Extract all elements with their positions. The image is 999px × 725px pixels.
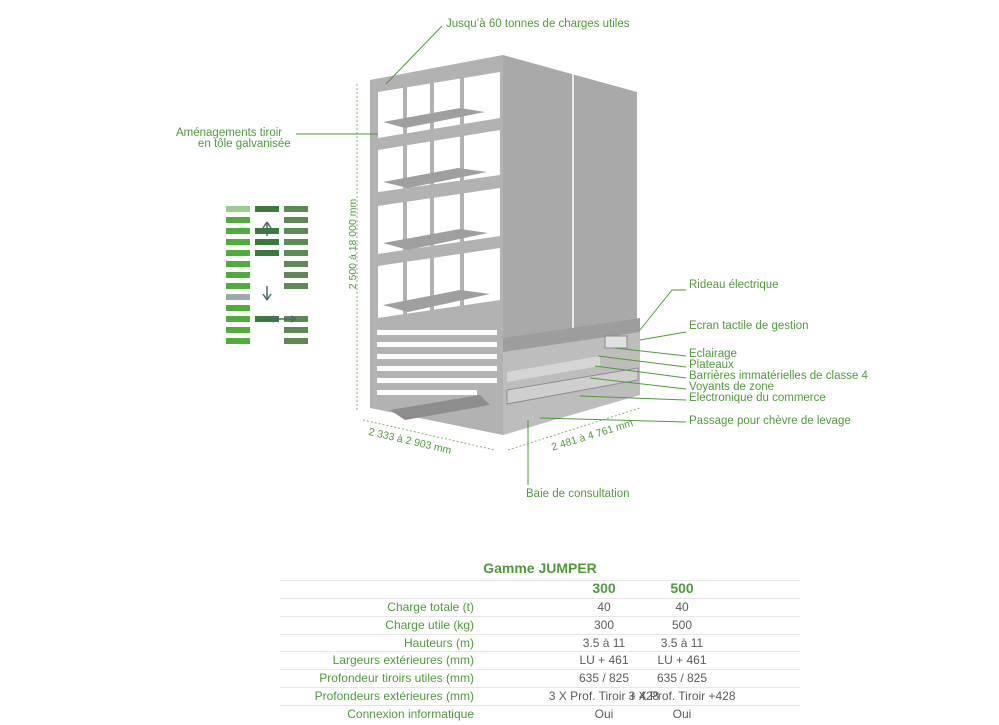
cell-500: LU + 461 <box>657 653 707 668</box>
drawer-block <box>284 217 308 223</box>
drawer-block <box>226 239 250 245</box>
cell-500: Oui <box>672 706 692 721</box>
drawer-block <box>255 239 279 245</box>
drawer-block <box>226 261 250 267</box>
table-top-rule <box>280 580 800 581</box>
left-right-arrow-icon <box>268 318 275 323</box>
row-label: Charge utile (kg) <box>385 617 474 632</box>
drawer-block <box>255 250 279 256</box>
callout-rideau: Rideau électrique <box>689 279 779 291</box>
cell-300: 300 <box>593 617 615 632</box>
drawer-block <box>255 316 279 322</box>
cell-500: 3.5 à 11 <box>660 635 704 650</box>
left-right-arrow-icon <box>268 315 275 320</box>
drawer-block <box>226 338 250 344</box>
left-right-arrow-icon <box>290 318 297 323</box>
column-header-500: 500 <box>670 580 694 596</box>
up-arrow-icon <box>262 221 268 229</box>
cell-300: 3.5 à 11 <box>582 635 626 650</box>
drawer-block <box>226 316 250 322</box>
left-right-arrow-icon <box>290 315 297 320</box>
drawer-block <box>226 294 250 300</box>
drawer-block <box>226 305 250 311</box>
drawer-block <box>226 327 250 333</box>
drawer-block <box>284 239 308 245</box>
cell-300: 40 <box>597 600 611 614</box>
callout-electronique: Electronique du commerce <box>689 392 826 404</box>
callout-barrieres: Barrières immatérielles de classe 4 <box>689 370 868 382</box>
drawer-block <box>226 228 250 234</box>
cell-500: 40 <box>675 600 689 614</box>
cell-500: 500 <box>671 617 693 632</box>
callout-amenagements-line1: Aménagements tiroir <box>176 127 283 139</box>
drawer-block <box>226 250 250 256</box>
drawer-block <box>284 283 308 289</box>
table-row: Profondeurs extérieures (mm) 3 X Prof. Ti… <box>280 687 800 705</box>
drawer-movement-schematic <box>226 206 308 344</box>
cell-500: 635 / 825 <box>656 671 708 686</box>
row-label: Charge totale (t) <box>387 600 474 614</box>
row-label: Profondeurs extérieures (mm) <box>314 689 474 703</box>
up-arrow-icon <box>266 221 272 229</box>
drawer-block <box>284 206 308 212</box>
drawer-block <box>284 338 308 344</box>
vertical-lift-machine-illustration <box>296 25 687 485</box>
callout-charges: Jusqu’à 60 tonnes de charges utiles <box>446 18 630 30</box>
cell-300: Oui <box>594 706 614 721</box>
cell-500: 3 X Prof. Tiroir +428 <box>628 689 736 703</box>
cell-300: LU + 461 <box>579 653 629 668</box>
cell-300: 3 X Prof. Tiroir + 428 <box>548 689 660 703</box>
drawer-grid <box>378 72 500 318</box>
drawer-block <box>284 228 308 234</box>
table-title: Gamme JUMPER <box>483 560 597 576</box>
callout-passage: Passage pour chèvre de levage <box>689 415 851 427</box>
row-label: Largeurs extérieures (mm) <box>332 653 474 668</box>
access-zone <box>503 320 640 435</box>
callout-ecran: Ecran tactile de gestion <box>689 320 809 332</box>
row-label: Connexion informatique <box>347 706 474 721</box>
table-row: Connexion informatique Oui Oui <box>280 704 800 723</box>
cell-300: 635 / 825 <box>578 671 630 686</box>
row-label: Hauteurs (m) <box>403 635 474 650</box>
touch-screen <box>604 335 628 349</box>
table-row: Charge totale (t) 40 40 <box>280 598 800 616</box>
down-arrow-icon <box>266 293 272 301</box>
callout-eclairage: Eclairage <box>689 348 737 360</box>
table-row: Charge utile (kg) 300 500 <box>280 615 800 634</box>
callout-plateaux: Plateaux <box>689 359 734 371</box>
row-label: Profondeur tiroirs utiles (mm) <box>319 671 474 686</box>
table-row: Profondeur tiroirs utiles (mm) 635 / 825 6… <box>280 669 800 687</box>
drawer-block <box>226 206 250 212</box>
drawer-block <box>284 250 308 256</box>
drawer-block <box>284 261 308 267</box>
drawer-block <box>255 206 279 212</box>
dimension-height: 2 500 à 18 000 mm <box>347 198 359 290</box>
drawer-block <box>284 327 308 333</box>
callout-voyants: Voyants de zone <box>689 381 775 393</box>
drawer-block <box>226 283 250 289</box>
table-row: Largeurs extérieures (mm) LU + 461 LU + 46… <box>280 651 800 669</box>
callout-amenagements-line2: en tôle galvanisée <box>198 138 291 150</box>
table-row: Hauteurs (m) 3.5 à 11 3.5 à 11 <box>280 633 800 652</box>
drawer-block <box>226 272 250 278</box>
down-arrow-icon <box>262 293 268 301</box>
callout-baie: Baie de consultation <box>526 488 630 500</box>
column-header-300: 300 <box>592 580 616 596</box>
drawer-block <box>226 217 250 223</box>
drawer-block <box>284 272 308 278</box>
